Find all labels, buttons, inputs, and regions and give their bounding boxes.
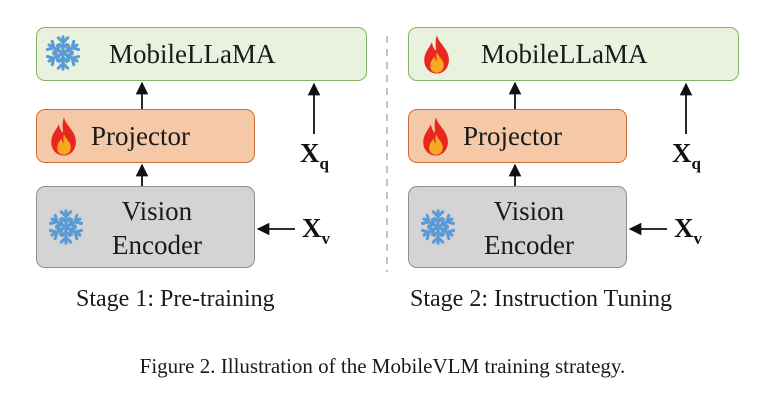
mobilellama-label: MobileLLaMA [109, 39, 276, 69]
mobilellama-label: MobileLLaMA [481, 39, 648, 69]
xv-base: X [302, 213, 322, 243]
xq-base: X [672, 138, 692, 168]
vision-encoder-label: Vision Encoder [469, 194, 589, 262]
xv-label: Xv [674, 213, 702, 249]
xq-base: X [300, 138, 320, 168]
vision-encoder-box: Vision Encoder [408, 186, 627, 268]
xq-sub: q [319, 154, 329, 173]
xq-label: Xq [300, 138, 329, 174]
vision-label-line2: Encoder [484, 230, 574, 260]
xv-base: X [674, 213, 694, 243]
vision-label-line1: Vision [493, 196, 565, 226]
mobilellama-box: MobileLLaMA [408, 27, 739, 81]
vision-encoder-box: Vision Encoder [36, 186, 255, 268]
xq-sub: q [691, 154, 701, 173]
xq-label: Xq [672, 138, 701, 174]
projector-box: Projector [36, 109, 255, 163]
vision-label-line1: Vision [121, 196, 193, 226]
vision-encoder-label: Vision Encoder [97, 194, 217, 262]
figure-caption: Figure 2. Illustration of the MobileVLM … [139, 354, 626, 378]
stage-label: Stage 1: Pre-training [76, 286, 275, 312]
projector-label: Projector [463, 121, 562, 151]
mobilellama-box: MobileLLaMA [36, 27, 367, 81]
projector-box: Projector [408, 109, 627, 163]
projector-label: Projector [91, 121, 190, 151]
xv-label: Xv [302, 213, 330, 249]
xv-sub: v [693, 229, 703, 248]
xv-sub: v [321, 229, 331, 248]
stage-label: Stage 2: Instruction Tuning [410, 286, 673, 312]
vision-label-line2: Encoder [112, 230, 202, 260]
